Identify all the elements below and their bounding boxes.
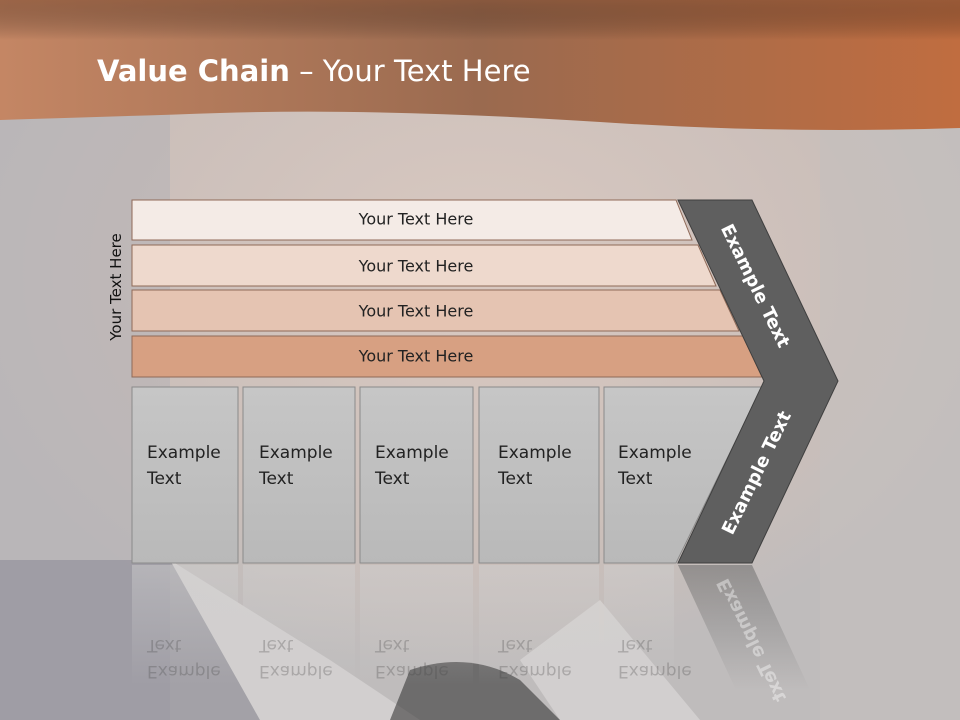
cell-3-reflection-line1: Example [375, 661, 449, 681]
bar-3-label: Your Text Here [358, 301, 474, 321]
bar-1-label: Your Text Here [358, 209, 474, 229]
cell-3-line2: Text [375, 469, 410, 489]
cell-4-shape [478, 386, 600, 564]
bar-4-label: Your Text Here [358, 346, 474, 366]
cell-2-shape [242, 386, 356, 564]
cell-5-reflection-line1: Example [618, 661, 692, 681]
cell-5-label: Example Text [618, 440, 692, 492]
bar-3-shape [131, 289, 740, 332]
cell-1-label: Example Text [147, 440, 221, 492]
bar-2-shape [131, 244, 717, 287]
cell-2-reflection: Example Text [259, 632, 333, 684]
cell-4-label: Example Text [498, 440, 572, 492]
bar-1-shape [131, 199, 693, 241]
cell-5-line2: Text [618, 469, 653, 489]
cell-4-reflection: Example Text [498, 632, 572, 684]
cell-2-label: Example Text [259, 440, 333, 492]
cell-4-reflection-line1: Example [498, 661, 572, 681]
cell-1-reflection: Example Text [147, 632, 221, 684]
cell-1-shape [131, 386, 239, 564]
side-label: Your Text Here [107, 233, 125, 341]
title-bold: Value Chain [97, 54, 290, 88]
cell-3-reflection: Example Text [375, 632, 449, 684]
cell-1-reflection-line1: Example [147, 661, 221, 681]
cell-3-label: Example Text [375, 440, 449, 492]
cell-2-line2: Text [259, 469, 294, 489]
cell-4-line1: Example [498, 443, 572, 463]
cell-2-line1: Example [259, 443, 333, 463]
cell-5-line1: Example [618, 443, 692, 463]
cell-5-reflection: Example Text [618, 632, 692, 684]
cell-1-reflection-line2: Text [147, 635, 182, 655]
cell-1-line2: Text [147, 469, 182, 489]
cell-3-line1: Example [375, 443, 449, 463]
cell-4-line2: Text [498, 469, 533, 489]
cell-5-shape [603, 386, 763, 564]
cell-1-line1: Example [147, 443, 221, 463]
cell-2-reflection-line1: Example [259, 661, 333, 681]
bar-2-label: Your Text Here [358, 256, 474, 276]
cell-5-reflection-line2: Text [618, 635, 653, 655]
cell-3-shape [359, 386, 474, 564]
cell-3-reflection-line2: Text [375, 635, 410, 655]
cell-2-reflection-line2: Text [259, 635, 294, 655]
title-rest: – Your Text Here [289, 54, 531, 88]
chevron-shape [677, 199, 839, 564]
slide-title: Value Chain – Your Text Here [97, 54, 531, 88]
cell-4-reflection-line2: Text [498, 635, 533, 655]
